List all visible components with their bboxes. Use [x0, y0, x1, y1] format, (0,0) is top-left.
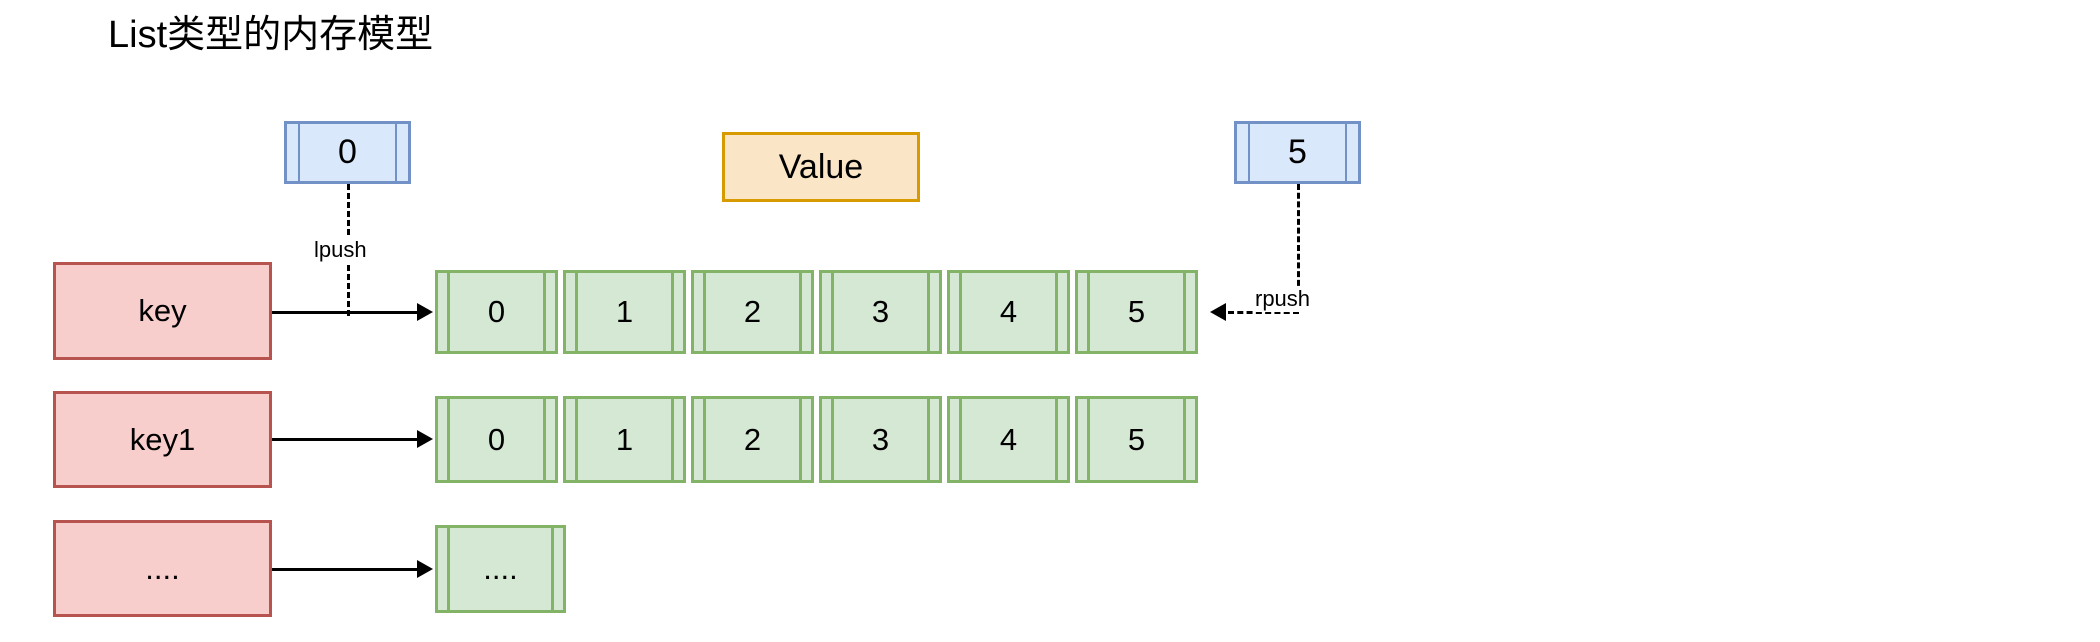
- cell-divider-right: [927, 396, 930, 483]
- list-cell: 2: [691, 396, 814, 483]
- cell-divider-left: [447, 270, 450, 354]
- list-cell-label: 4: [999, 294, 1018, 329]
- cell-divider-right: [543, 396, 546, 483]
- list-cell-label: 2: [743, 294, 762, 329]
- value-header-label: Value: [778, 147, 864, 186]
- list-cell-label: 5: [1127, 421, 1146, 457]
- cell-divider-right: [543, 270, 546, 354]
- cell-divider-left: [447, 525, 450, 613]
- list-row-0: 0 1 2 3 4 5: [435, 270, 1198, 354]
- rpush-dashed-connector-vertical: [1297, 184, 1300, 312]
- list-cell: 0: [435, 270, 558, 354]
- list-cell-label: ....: [483, 551, 518, 586]
- list-cell-label: 1: [615, 294, 634, 329]
- rpush-arrowhead: [1210, 303, 1226, 321]
- endpoint-left-divider-end: [395, 124, 397, 181]
- cell-divider-left: [959, 270, 962, 354]
- cell-divider-left: [1087, 270, 1090, 354]
- rpush-dashed-connector-horizontal: [1228, 311, 1299, 314]
- key-box-row-2: ....: [53, 520, 272, 617]
- cell-divider-right: [1055, 270, 1058, 354]
- cell-divider-right: [1183, 270, 1186, 354]
- list-cell: 2: [691, 270, 814, 354]
- lpush-edge-label: lpush: [312, 237, 369, 263]
- rpush-edge-label: rpush: [1253, 286, 1313, 312]
- list-cell-label: 0: [487, 294, 506, 329]
- cell-divider-right: [551, 525, 554, 613]
- cell-divider-right: [671, 270, 674, 354]
- cell-divider-left: [703, 270, 706, 354]
- list-cell-label: 0: [487, 421, 506, 457]
- key-label-row-2: ....: [145, 550, 180, 586]
- key-to-list-arrow-row-2: [417, 560, 433, 578]
- list-cell: 4: [947, 270, 1070, 354]
- list-cell: 3: [819, 396, 942, 483]
- cell-divider-right: [799, 396, 802, 483]
- list-cell: ....: [435, 525, 566, 613]
- cell-divider-right: [671, 396, 674, 483]
- list-row-2: ....: [435, 525, 566, 613]
- list-cell: 0: [435, 396, 558, 483]
- list-cell: 4: [947, 396, 1070, 483]
- key-to-list-line-row-1: [272, 438, 418, 441]
- list-cell: 1: [563, 270, 686, 354]
- cell-divider-left: [447, 396, 450, 483]
- cell-divider-right: [1055, 396, 1058, 483]
- endpoint-box-right: 5: [1234, 121, 1361, 184]
- cell-divider-left: [831, 396, 834, 483]
- cell-divider-left: [959, 396, 962, 483]
- list-cell-label: 4: [999, 421, 1018, 457]
- list-row-1: 0 1 2 3 4 5: [435, 396, 1198, 483]
- cell-divider-left: [575, 396, 578, 483]
- endpoint-right-divider-end: [1345, 124, 1347, 181]
- list-cell-label: 3: [871, 421, 890, 457]
- cell-divider-right: [799, 270, 802, 354]
- key-to-list-arrow-row-1: [417, 430, 433, 448]
- key-box-row-1: key1: [53, 391, 272, 488]
- cell-divider-left: [1087, 396, 1090, 483]
- page-title: List类型的内存模型: [108, 14, 434, 56]
- key-to-list-arrow-row-0: [417, 303, 433, 321]
- list-cell: 3: [819, 270, 942, 354]
- key-box-row-0: key: [53, 262, 272, 360]
- cell-divider-right: [927, 270, 930, 354]
- list-cell: 5: [1075, 396, 1198, 483]
- list-cell-label: 1: [615, 421, 634, 457]
- value-header-box: Value: [722, 132, 920, 202]
- list-cell: 5: [1075, 270, 1198, 354]
- list-cell-label: 3: [871, 294, 890, 329]
- endpoint-left-divider-start: [298, 124, 300, 181]
- list-cell: 1: [563, 396, 686, 483]
- endpoint-right-label: 5: [1288, 133, 1307, 171]
- cell-divider-left: [831, 270, 834, 354]
- endpoint-right-divider-start: [1248, 124, 1250, 181]
- key-label-row-0: key: [138, 293, 187, 328]
- list-cell-label: 5: [1127, 294, 1146, 329]
- endpoint-left-label: 0: [338, 133, 357, 171]
- key-label-row-1: key1: [129, 421, 196, 457]
- list-cell-label: 2: [743, 421, 762, 457]
- endpoint-box-left: 0: [284, 121, 411, 184]
- cell-divider-left: [575, 270, 578, 354]
- cell-divider-right: [1183, 396, 1186, 483]
- key-to-list-line-row-0: [272, 311, 418, 314]
- key-to-list-line-row-2: [272, 568, 418, 571]
- cell-divider-left: [703, 396, 706, 483]
